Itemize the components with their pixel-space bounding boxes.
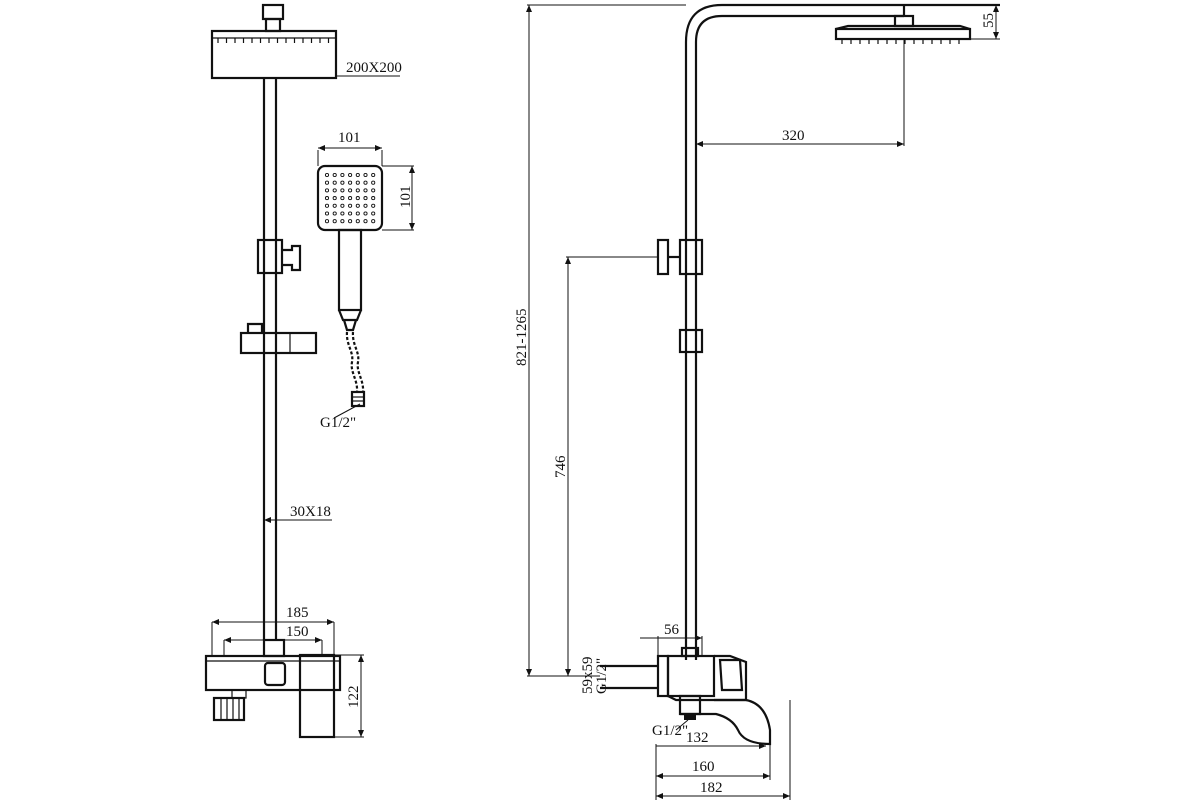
mixer-height-label: 122 <box>346 686 362 709</box>
spray-hole <box>355 188 360 193</box>
spray-hole <box>340 180 345 185</box>
spray-hole <box>324 203 330 208</box>
mixer-outer-width-label: 185 <box>286 605 309 621</box>
spout-reach-160-label: 160 <box>692 759 715 775</box>
spray-hole <box>355 172 360 178</box>
spray-hole <box>371 196 376 201</box>
spray-hole <box>348 219 353 224</box>
head-size-label: 200X200 <box>346 60 402 76</box>
spout-thread-label: G1/2" <box>652 723 688 739</box>
head-drop-label: 55 <box>981 13 997 28</box>
spray-hole <box>340 188 345 193</box>
spray-hole <box>371 188 376 193</box>
spray-hole <box>371 219 376 224</box>
spray-hole <box>340 196 345 201</box>
spray-hole <box>332 180 337 185</box>
inlet-thread-label: G1/2" <box>594 658 610 694</box>
hand-shower-holder <box>256 238 302 275</box>
spray-hole <box>371 211 376 216</box>
spray-hole <box>332 203 337 208</box>
spray-hole <box>348 172 353 178</box>
spray-hole <box>363 211 368 216</box>
arm-reach-label: 320 <box>782 128 805 144</box>
hand-shower <box>316 164 384 332</box>
spray-hole <box>340 172 345 178</box>
spray-hole <box>332 219 337 224</box>
spray-hole <box>348 180 353 185</box>
mixer-side <box>600 646 772 746</box>
spray-hole <box>324 188 330 193</box>
spray-hole <box>332 196 337 201</box>
mixer-front <box>204 638 342 739</box>
sliding-bracket <box>239 322 318 355</box>
spray-hole <box>355 211 360 216</box>
spray-hole <box>332 172 337 178</box>
shower-hose <box>333 331 366 419</box>
spray-hole <box>348 203 353 208</box>
spray-hole <box>371 172 376 178</box>
spray-hole <box>332 188 337 193</box>
spray-hole <box>340 203 345 208</box>
connector-width-label: 56 <box>664 622 680 638</box>
spray-hole <box>363 188 368 193</box>
spray-hole <box>363 203 368 208</box>
holder-height-label: 746 <box>553 455 569 478</box>
hand-height-label: 101 <box>398 186 414 209</box>
spout-reach-132-label: 132 <box>686 730 709 746</box>
spray-hole <box>371 203 376 208</box>
spray-hole <box>363 172 368 178</box>
spray-hole <box>371 180 376 185</box>
spray-hole <box>355 180 360 185</box>
spray-hole <box>348 196 353 201</box>
hose-thread-label: G1/2" <box>320 415 356 431</box>
spray-hole <box>348 211 353 216</box>
spray-hole <box>340 219 345 224</box>
spray-hole <box>332 211 337 216</box>
shower-head-side <box>834 14 972 44</box>
spray-hole <box>324 196 330 201</box>
rail-section-label: 30X18 <box>290 504 331 520</box>
spray-hole <box>363 219 368 224</box>
total-height-label: 821-1265 <box>514 309 530 367</box>
overhead-arm <box>684 3 1000 250</box>
side-slider <box>678 328 704 354</box>
escutcheon-label: 59x59 <box>580 657 596 695</box>
spout-reach-182-label: 182 <box>700 780 723 796</box>
spray-hole <box>324 180 330 185</box>
side-view: G1/2" 821-1265 746 320 55 56 59x59 G1/2"… <box>514 3 1000 800</box>
head-connector <box>261 3 285 21</box>
shower-head-front <box>210 29 338 80</box>
spray-hole <box>363 196 368 201</box>
spray-hole <box>363 180 368 185</box>
spray-hole <box>324 211 330 216</box>
spray-hole <box>348 188 353 193</box>
shower-rail <box>262 78 278 640</box>
mixer-inner-width-label: 150 <box>286 624 309 640</box>
spray-hole <box>355 203 360 208</box>
spray-hole <box>324 172 330 178</box>
front-view: G1/2" 200X200 101 101 30X18 <box>204 3 415 739</box>
spray-hole <box>324 219 330 224</box>
hand-width-label: 101 <box>338 130 361 146</box>
spray-hole <box>340 211 345 216</box>
spray-hole <box>355 219 360 224</box>
spray-hole <box>355 196 360 201</box>
side-rail <box>684 250 698 660</box>
